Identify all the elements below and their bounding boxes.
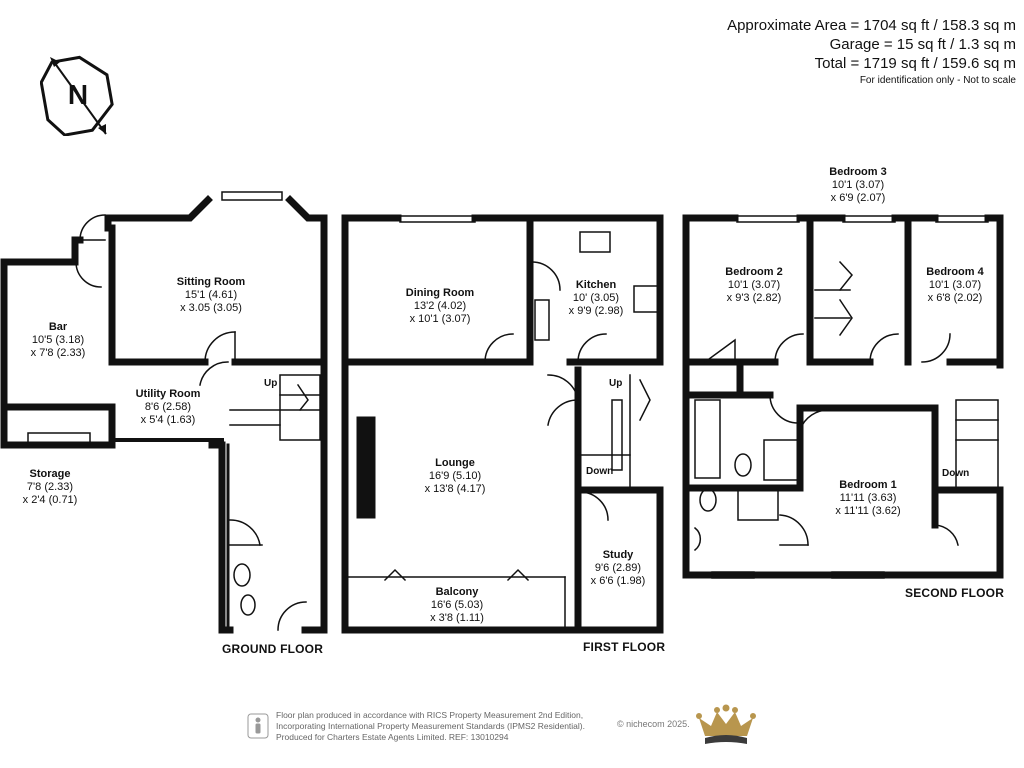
- area-summary: Approximate Area = 1704 sq ft / 158.3 sq…: [727, 16, 1016, 89]
- room-kitchen: Kitchen 10' (3.05) x 9'9 (2.98): [568, 279, 624, 317]
- approx-area-text: Approximate Area = 1704 sq ft / 158.3 sq…: [727, 17, 1016, 34]
- room-bedroom-1: Bedroom 1 11'11 (3.63) x 11'11 (3.62): [835, 479, 901, 517]
- ground-floor-label: GROUND FLOOR: [222, 642, 324, 656]
- room-storage: Storage 7'8 (2.33) x 2'4 (0.71): [22, 468, 78, 506]
- total-area-text: Total = 1719 sq ft / 159.6 sq m: [814, 55, 1016, 72]
- room-sitting-room: Sitting Room 15'1 (4.61) x 3.05 (3.05): [176, 276, 246, 314]
- first-floor-details: [344, 215, 659, 629]
- first-floor-walls: [341, 214, 664, 634]
- room-study: Study 9'6 (2.89) x 6'6 (1.98): [590, 549, 646, 587]
- crown-logo-icon: [696, 704, 756, 744]
- room-bar: Bar 10'5 (3.18) x 7'8 (2.33): [30, 321, 86, 359]
- room-dining-room: Dining Room 13'2 (4.02) x 10'1 (3.07): [405, 287, 475, 325]
- stairs-up-ground: Up: [264, 378, 278, 389]
- stairs-down-first: Down: [586, 466, 614, 477]
- footer-notes: Floor plan produced in accordance with R…: [276, 710, 585, 743]
- room-bedroom-2: Bedroom 2 10'1 (3.07) x 9'3 (2.82): [725, 266, 783, 304]
- person-icon: [247, 713, 269, 739]
- compass-letter: N: [68, 79, 88, 110]
- ground-floor-details: [27, 191, 321, 631]
- second-floor-label: SECOND FLOOR: [905, 586, 1005, 600]
- room-bedroom-4: Bedroom 4 10'1 (3.07) x 6'8 (2.02): [926, 266, 984, 304]
- scale-note: For identification only - Not to scale: [859, 75, 1016, 86]
- room-utility-room: Utility Room 8'6 (2.58) x 5'4 (1.63): [135, 388, 201, 426]
- stairs-up-first: Up: [609, 378, 623, 389]
- room-balcony: Balcony 16'6 (5.03) x 3'8 (1.11): [430, 586, 484, 624]
- second-floor-details: [693, 215, 999, 579]
- second-floor-walls: [682, 214, 1004, 579]
- room-lounge: Lounge 16'9 (5.10) x 13'8 (4.17): [424, 457, 486, 495]
- stairs-down-second: Down: [942, 468, 970, 479]
- north-compass-icon: N: [40, 55, 114, 136]
- room-bedroom-3: Bedroom 3 10'1 (3.07) x 6'9 (2.07): [829, 166, 887, 204]
- footer-line-1: Floor plan produced in accordance with R…: [276, 710, 584, 720]
- footer-line-2: Incorporating International Property Mea…: [276, 721, 585, 731]
- first-floor-label: FIRST FLOOR: [583, 640, 666, 654]
- footer-line-3: Produced for Charters Estate Agents Limi…: [276, 732, 509, 742]
- copyright-text: © nichecom 2025.: [617, 719, 690, 729]
- garage-area-text: Garage = 15 sq ft / 1.3 sq m: [829, 36, 1016, 53]
